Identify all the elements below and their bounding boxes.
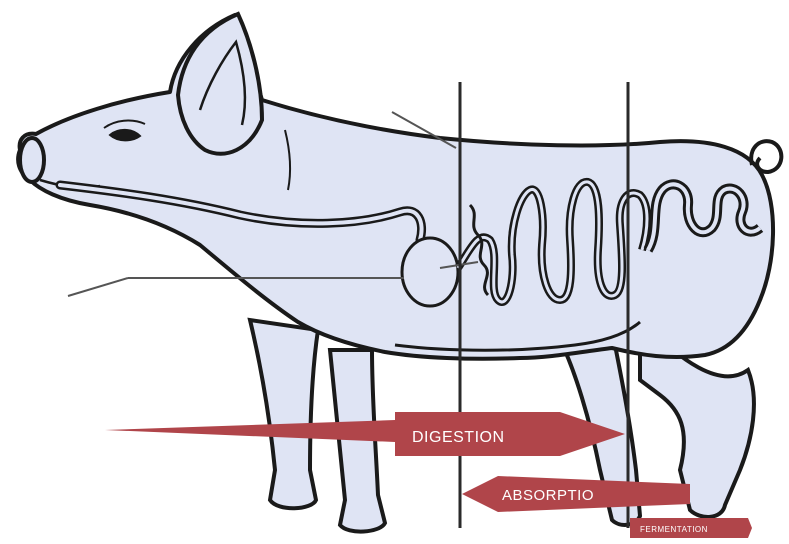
- absorption-label: ABSORPTIO: [502, 487, 594, 504]
- pig-front-leg-near: [250, 320, 318, 508]
- pig-ear: [178, 14, 262, 154]
- fermentation-label: FERMENTATION: [640, 525, 708, 534]
- digestion-label: DIGESTION: [412, 429, 505, 446]
- pig-snout: [20, 138, 44, 182]
- stomach: [402, 238, 458, 306]
- leader-line-lower: [68, 278, 128, 296]
- pig-eye: [110, 130, 140, 141]
- process-arrows: DIGESTION ABSORPTIO FERMENTATION: [105, 412, 752, 538]
